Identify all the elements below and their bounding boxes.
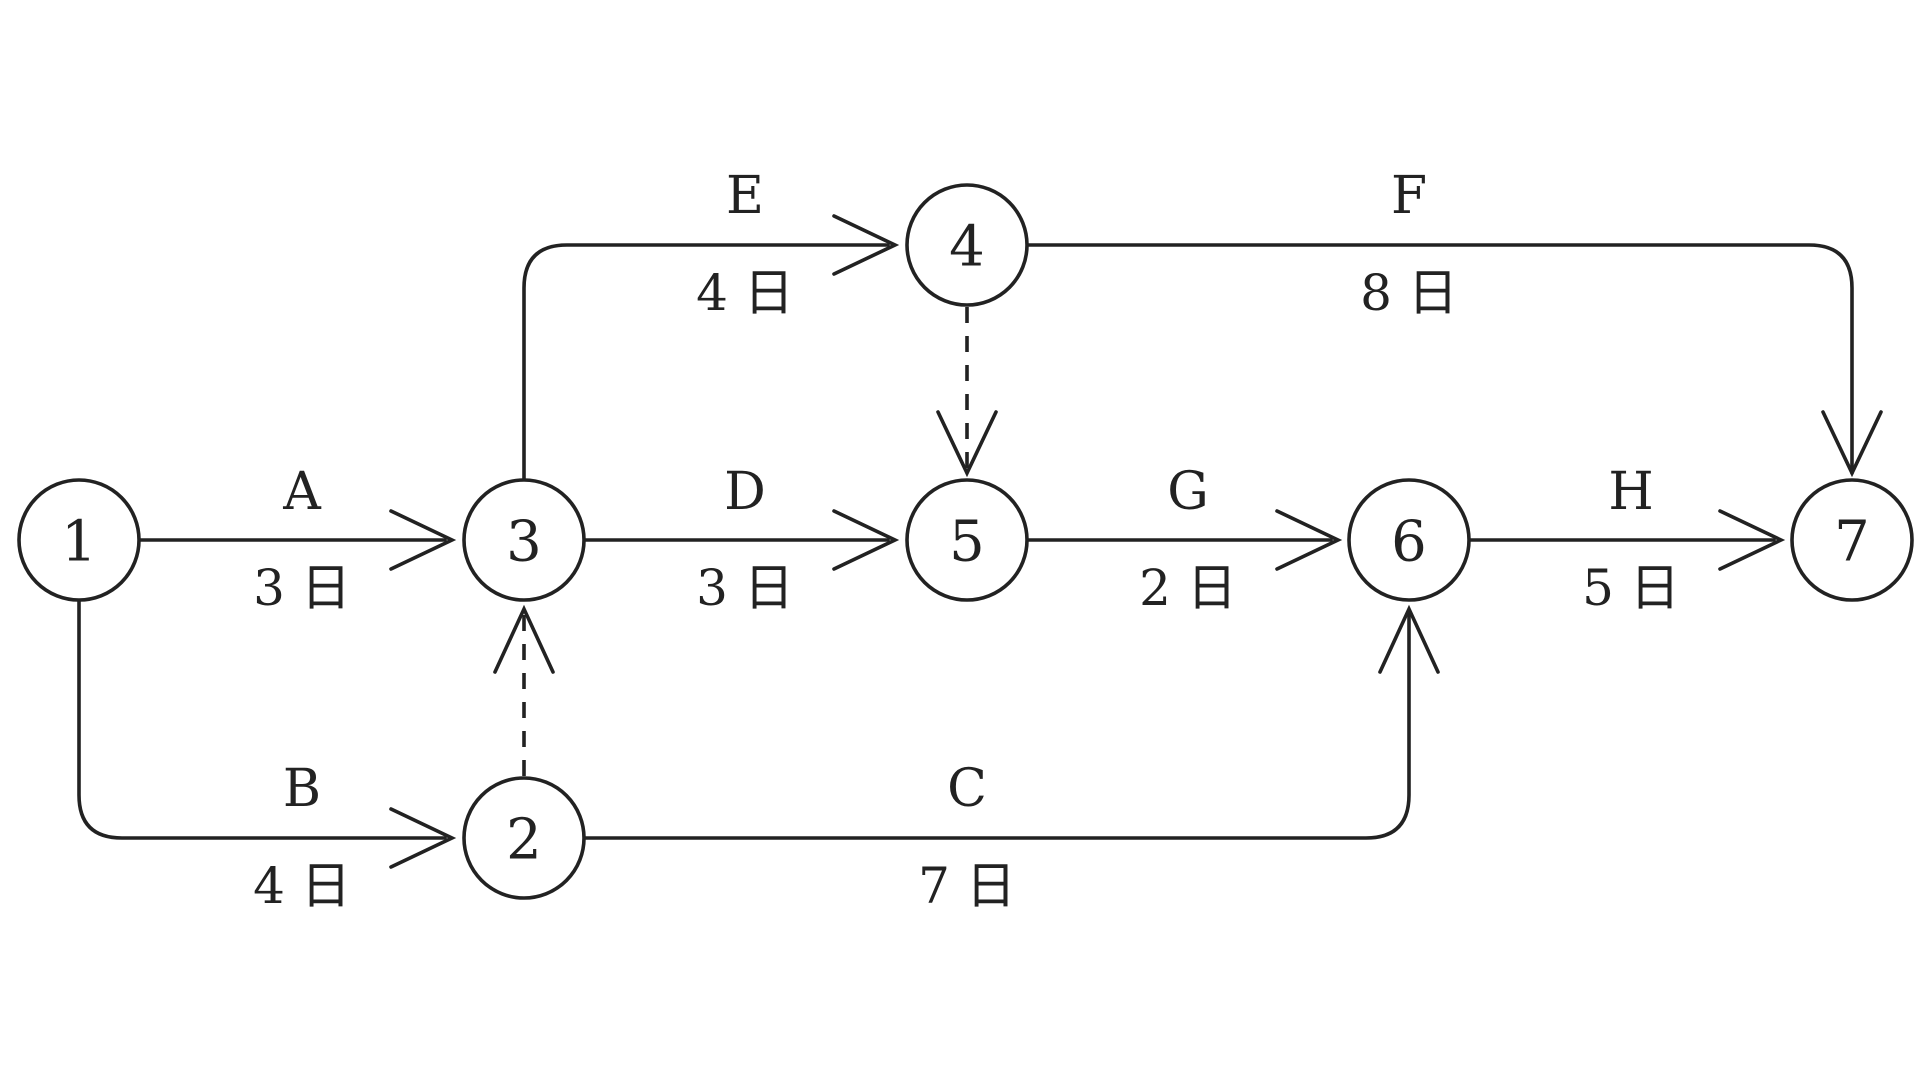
activity-edges [77, 214, 1883, 869]
node-7: 7 [1790, 478, 1914, 602]
node-3-label: 3 [506, 510, 542, 575]
arrowhead-A [389, 509, 457, 571]
duration-label-E: 4 日 [696, 264, 794, 322]
edge-B [77, 598, 447, 840]
arrowhead-C [1378, 604, 1440, 674]
activity-label-F: F [1391, 166, 1427, 226]
edge-E [522, 243, 890, 482]
duration-label-D: 3 日 [696, 559, 794, 617]
node-2-circle [462, 776, 586, 900]
duration-label-H: 5 日 [1582, 559, 1680, 617]
node-5-label: 5 [949, 510, 985, 575]
duration-label-G: 2 日 [1139, 559, 1237, 617]
activity-label-H: H [1608, 462, 1653, 522]
node-5-circle [905, 478, 1029, 602]
node-1: 1 [17, 478, 141, 602]
node-3-circle [462, 478, 586, 602]
arrowhead-F [1821, 410, 1883, 478]
activity-label-G: G [1167, 462, 1209, 522]
node-4-label: 4 [949, 215, 985, 280]
duration-label-A: 3 日 [253, 559, 351, 617]
edge-F [1025, 243, 1854, 475]
node-6-circle [1347, 478, 1471, 602]
arrowhead-dummy-2-3 [493, 604, 555, 674]
arrowhead-H [1718, 509, 1786, 571]
nodes: 1 2 3 4 5 6 7 [17, 183, 1914, 900]
arrowhead-E [832, 214, 900, 276]
duration-label-B: 4 日 [253, 857, 351, 915]
duration-label-C: 7 日 [918, 857, 1016, 915]
duration-label-F: 8 日 [1360, 264, 1458, 322]
node-3: 3 [462, 478, 586, 602]
arrowhead-G [1275, 509, 1343, 571]
activity-label-D: D [724, 462, 766, 522]
activity-label-C: C [947, 759, 987, 819]
node-2: 2 [462, 776, 586, 900]
node-4-circle [905, 183, 1029, 307]
node-5: 5 [905, 478, 1029, 602]
node-7-circle [1790, 478, 1914, 602]
arrowhead-D [832, 509, 900, 571]
node-1-label: 1 [61, 510, 97, 575]
node-6-label: 6 [1391, 510, 1427, 575]
activity-label-B: B [283, 759, 321, 819]
activity-label-E: E [726, 166, 764, 226]
node-4: 4 [905, 183, 1029, 307]
node-2-label: 2 [506, 808, 542, 873]
node-1-circle [17, 478, 141, 602]
arrowhead-B [389, 807, 457, 869]
activity-label-A: A [282, 462, 322, 522]
node-6: 6 [1347, 478, 1471, 602]
node-7-label: 7 [1834, 510, 1870, 575]
arrowhead-dummy-4-5 [936, 410, 998, 478]
edge-labels: A 3 日 B 4 日 C 7 日 D 3 日 E 4 日 F 8 日 G 2 … [253, 166, 1680, 915]
edge-C [582, 608, 1411, 840]
dummy-edges [493, 307, 998, 776]
